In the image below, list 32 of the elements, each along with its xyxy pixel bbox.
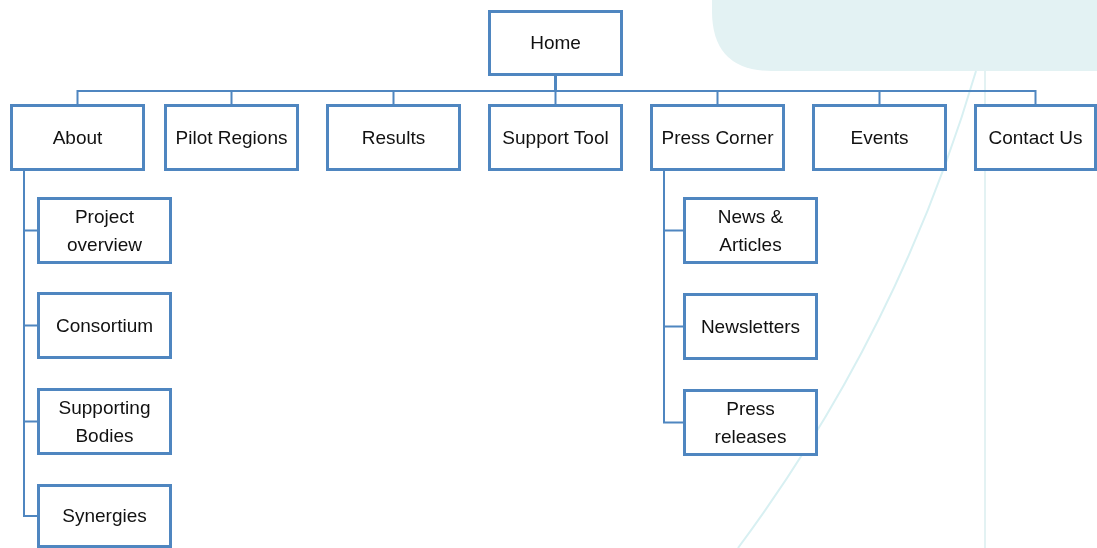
menu-box <box>683 293 818 360</box>
menu-box <box>164 104 299 171</box>
menu-label: Contact Us <box>988 125 1083 150</box>
menu-label: Consortium <box>55 313 154 338</box>
menu-label: Supporting Bodies <box>57 395 152 448</box>
menu-box <box>812 104 947 171</box>
menu-box <box>650 104 785 171</box>
menu-label: Results <box>361 125 426 150</box>
menu-label: Project overview <box>66 204 143 257</box>
connector-line <box>663 170 684 424</box>
menu-box <box>326 104 461 171</box>
menu-box <box>37 197 172 264</box>
menu-box <box>488 10 623 76</box>
menu-box <box>974 104 1097 171</box>
menu-label: Press releases <box>713 396 788 449</box>
menu-label: Newsletters <box>700 314 801 339</box>
menu-box <box>488 104 623 171</box>
menu-box <box>37 292 172 359</box>
menu-box <box>10 104 145 171</box>
menu-box <box>37 388 172 455</box>
menu-label: News & Articles <box>716 204 785 257</box>
menu-label: Synergies <box>62 504 147 528</box>
menu-label: Support Tool <box>502 125 609 150</box>
menu-box <box>37 484 172 548</box>
menu-label: Home <box>530 31 581 55</box>
menu-label: About <box>52 125 103 150</box>
connector-line <box>23 170 38 517</box>
menu-label: Pilot Regions <box>175 125 288 150</box>
menu-label: Press Corner <box>661 125 774 150</box>
menu-label: Events <box>850 125 909 150</box>
menu-box <box>683 197 818 264</box>
menu-box <box>683 389 818 456</box>
